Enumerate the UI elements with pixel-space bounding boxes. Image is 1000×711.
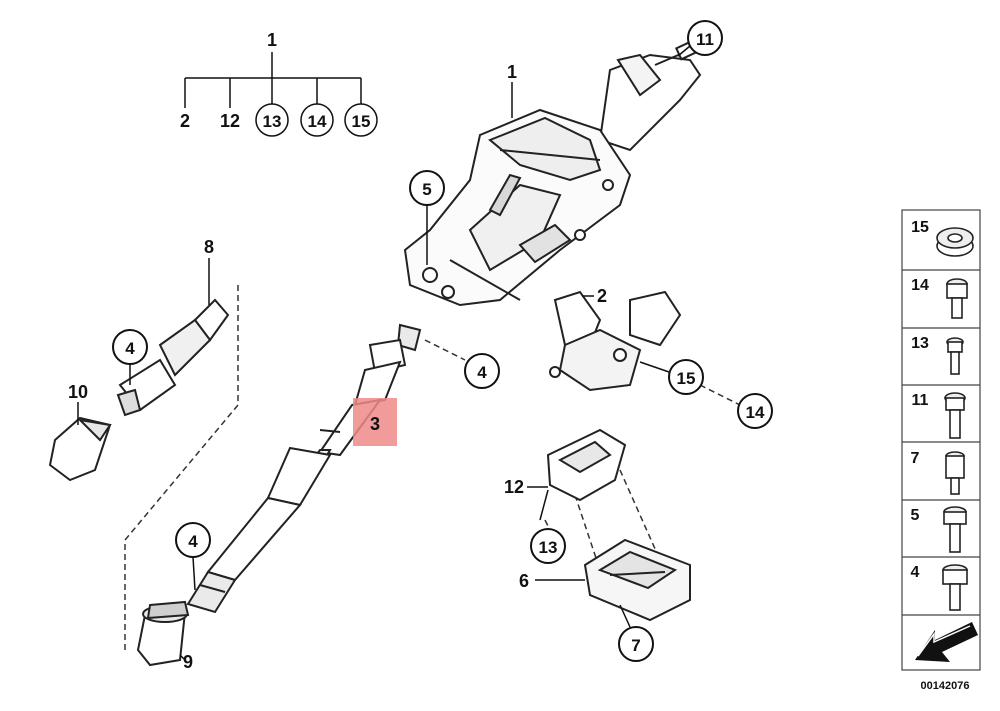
- callout-6: 6: [519, 571, 529, 591]
- callout-2: 2: [597, 286, 607, 306]
- callout-9: 9: [183, 652, 193, 672]
- diagram-number: 00142076: [920, 680, 970, 692]
- callout-4b-circle: [464, 353, 500, 389]
- callout-11: 11: [696, 30, 714, 49]
- grommet-icon: [936, 227, 974, 257]
- callout-8: 8: [204, 237, 214, 257]
- sleeve-nut-icon: [945, 451, 965, 495]
- direction-arrow-icon: [915, 622, 978, 662]
- group-item-2: 2: [180, 111, 190, 131]
- callout-1: 1: [507, 62, 517, 82]
- bushing: [136, 600, 190, 667]
- group-item-14: 14: [308, 112, 327, 131]
- callout-12: 12: [504, 477, 524, 497]
- hardware-label-15: 15: [911, 219, 929, 236]
- group-item-15: 15: [352, 112, 371, 131]
- group-item-13: 13: [263, 112, 282, 131]
- group-tree: [184, 52, 378, 137]
- callout-13-circle: [530, 528, 566, 564]
- callout-11-circle: [687, 20, 723, 56]
- callout-5: 5: [422, 180, 431, 199]
- group-label-top: 1: [267, 30, 277, 50]
- hardware-label-4: 4: [911, 564, 920, 581]
- group-item-12: 12: [220, 111, 240, 131]
- callout-4-upper: 4: [125, 339, 135, 358]
- flange-bolt-icon: [944, 392, 966, 439]
- callout-14-circle: [737, 393, 773, 429]
- adjustment-motor: [549, 290, 682, 392]
- hardware-label-7: 7: [911, 450, 920, 467]
- hardware-label-5: 5: [911, 507, 920, 524]
- callout-4-lower: 4: [188, 532, 198, 551]
- callout-14: 14: [746, 403, 765, 422]
- lower-joint-assembly: [48, 298, 230, 482]
- callout-4-right: 4: [477, 363, 487, 382]
- callout-15: 15: [677, 369, 696, 388]
- short-screw-icon: [946, 337, 964, 375]
- hardware-label-11: 11: [912, 392, 929, 409]
- steering-column-housing: [403, 39, 702, 307]
- hardware-label-14: 14: [911, 277, 929, 294]
- stud-bolt-icon: [946, 278, 968, 319]
- callout-7-circle: [618, 626, 654, 662]
- control-module: [583, 538, 691, 622]
- intermediate-shaft: [186, 323, 422, 614]
- callout-3: 3: [370, 414, 380, 434]
- highlight-box: [353, 398, 397, 446]
- hardware-label-13: 13: [911, 335, 929, 352]
- control-bracket: [546, 428, 627, 502]
- collar-bolt-icon: [942, 564, 968, 611]
- callout-10: 10: [68, 382, 88, 402]
- callout-15-circle: [668, 359, 704, 395]
- callout-13: 13: [539, 538, 558, 557]
- hex-bolt-icon: [943, 506, 967, 553]
- callout-7: 7: [631, 636, 640, 655]
